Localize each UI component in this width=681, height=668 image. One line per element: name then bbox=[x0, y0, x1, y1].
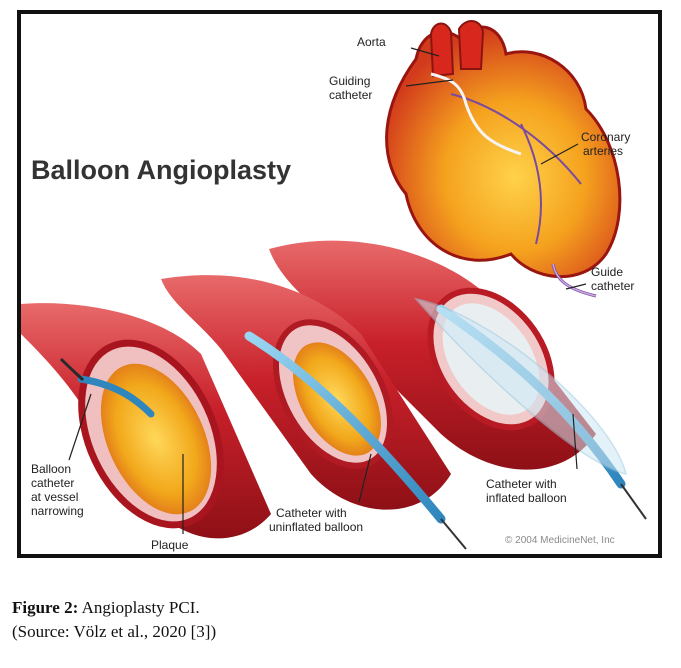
vessel-uninflated bbox=[161, 275, 467, 550]
label-plaque: Plaque bbox=[151, 538, 189, 552]
label-guide-catheter-line1: Guide bbox=[591, 265, 623, 279]
label-coronary-arteries-line1: Coronary bbox=[581, 130, 630, 144]
figure-frame: Balloon Angioplasty Aorta Guiding cathet… bbox=[17, 10, 662, 558]
label-aorta: Aorta bbox=[357, 35, 386, 49]
label-inflated-line1: Catheter with bbox=[486, 477, 557, 491]
figure-caption: Figure 2: Angioplasty PCI. (Source: Völz… bbox=[12, 596, 216, 644]
angioplasty-illustration: Balloon Angioplasty Aorta Guiding cathet… bbox=[21, 20, 647, 552]
caption-text: Angioplasty PCI. bbox=[78, 598, 200, 617]
label-balloon-catheter-line4: narrowing bbox=[31, 504, 84, 518]
label-guiding-catheter-line1: Guiding bbox=[329, 74, 370, 88]
label-uninflated-line2: uninflated balloon bbox=[269, 520, 363, 534]
label-coronary-arteries-line2: arteries bbox=[583, 144, 623, 158]
vessel-inflated bbox=[269, 240, 647, 520]
caption-line-1: Figure 2: Angioplasty PCI. bbox=[12, 596, 216, 620]
leader-lines bbox=[68, 47, 587, 534]
caption-label: Figure 2: bbox=[12, 598, 79, 617]
label-uninflated-line1: Catheter with bbox=[276, 506, 347, 520]
label-inflated-line2: inflated balloon bbox=[486, 491, 567, 505]
figure-title: Balloon Angioplasty bbox=[31, 155, 291, 185]
label-balloon-catheter-line3: at vessel bbox=[31, 490, 78, 504]
heart-illustration bbox=[385, 20, 622, 298]
label-balloon-catheter-line1: Balloon bbox=[31, 462, 71, 476]
label-guide-catheter-line2: catheter bbox=[591, 279, 634, 293]
label-balloon-catheter-line2: catheter bbox=[31, 476, 74, 490]
label-guiding-catheter-line2: catheter bbox=[329, 88, 372, 102]
copyright-notice: © 2004 MedicineNet, Inc bbox=[505, 535, 615, 546]
caption-source: (Source: Völz et al., 2020 [3]) bbox=[12, 622, 217, 641]
